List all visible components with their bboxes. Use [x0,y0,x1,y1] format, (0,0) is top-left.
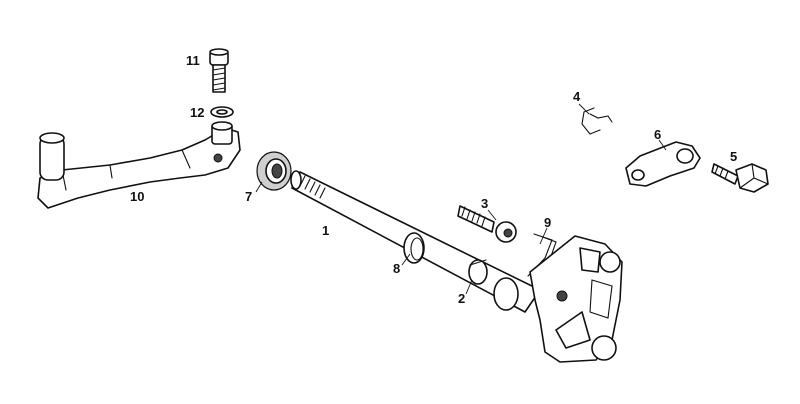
callout-11: 11 [186,53,200,68]
callout-2: 2 [458,291,465,306]
leader-lines [255,103,667,295]
callout-12: 12 [190,105,204,120]
callout-5: 5 [730,149,737,164]
shift-selector-assembly [493,235,623,363]
part-10-shift-lever [37,121,241,209]
part-12-washer [210,106,234,118]
part-6-bracket [625,141,701,187]
part-7-oil-seal [256,151,292,191]
callout-6: 6 [654,127,661,142]
callout-10: 10 [130,189,144,204]
part-4-spring-clip [581,107,613,135]
part-5-bolt [711,163,769,193]
part-2-clip [468,259,488,285]
callout-9: 9 [544,215,551,230]
callout-4: 4 [573,89,581,104]
callout-1: 1 [322,223,329,238]
part-3-stopper-bolt [457,205,517,243]
part-11-bolt [209,48,229,93]
callout-8: 8 [393,261,400,276]
callout-labels: 1 2 3 4 5 6 7 8 9 10 11 12 [130,53,737,306]
callout-7: 7 [245,189,252,204]
callout-3: 3 [481,196,488,211]
